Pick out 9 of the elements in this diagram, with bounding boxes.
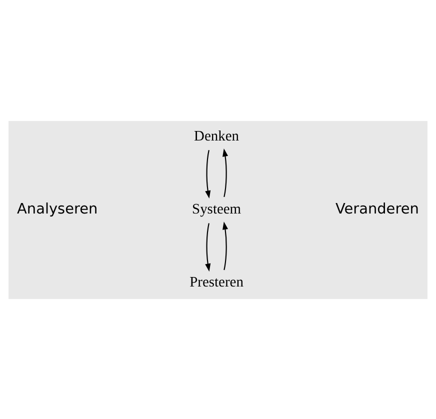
node-text: Presteren <box>190 274 244 290</box>
arrow <box>222 148 228 197</box>
arrow <box>205 222 211 272</box>
arrow <box>205 150 211 198</box>
node-text: Systeem <box>192 201 242 218</box>
node-text: Denken <box>194 128 240 144</box>
arrow <box>222 221 228 270</box>
label: Analyseren <box>17 201 98 218</box>
label: Veranderen <box>335 201 419 218</box>
